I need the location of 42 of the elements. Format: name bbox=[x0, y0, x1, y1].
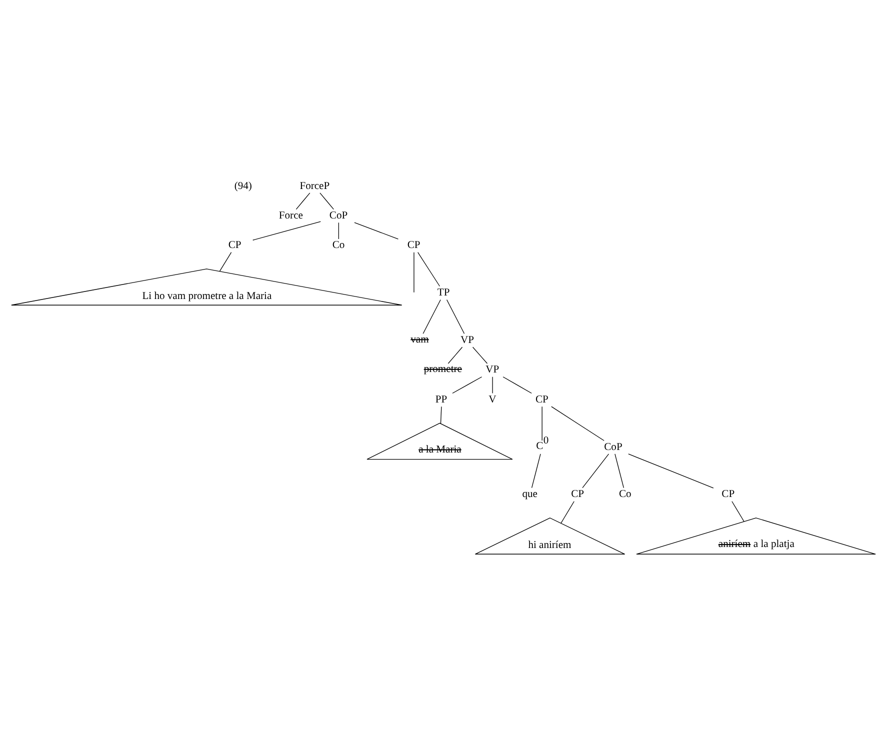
connector bbox=[252, 220, 321, 240]
node-text: que bbox=[522, 488, 538, 500]
connector bbox=[338, 222, 340, 239]
connector bbox=[219, 252, 232, 271]
node-text: CoP bbox=[604, 441, 622, 452]
node-text: CP bbox=[407, 240, 420, 251]
node-text: PP bbox=[435, 394, 448, 405]
node-text: Co bbox=[332, 240, 345, 251]
connector bbox=[614, 453, 624, 488]
node-text: CP bbox=[228, 240, 242, 251]
connector bbox=[582, 453, 610, 488]
connector bbox=[560, 500, 574, 523]
connector bbox=[440, 406, 442, 424]
node-text: TP bbox=[437, 287, 450, 298]
node-text: CP bbox=[571, 488, 584, 500]
node-text: CoP bbox=[329, 210, 348, 221]
node-text: Co bbox=[619, 488, 632, 500]
node-text: Force bbox=[278, 210, 303, 221]
node-text: VP bbox=[486, 364, 500, 376]
connector bbox=[452, 376, 482, 394]
connector bbox=[551, 406, 604, 440]
connector bbox=[296, 192, 310, 210]
connector bbox=[502, 376, 532, 394]
node-text: V bbox=[488, 394, 496, 405]
label: (94) bbox=[234, 180, 252, 192]
connector bbox=[472, 346, 488, 364]
connector bbox=[422, 298, 441, 334]
connector bbox=[354, 222, 399, 239]
connector bbox=[492, 376, 493, 394]
connector bbox=[320, 192, 334, 210]
node-text: prometre bbox=[424, 364, 462, 375]
connector bbox=[628, 453, 714, 488]
node-text: CP bbox=[722, 488, 735, 500]
node-text: VP bbox=[460, 334, 474, 346]
connector bbox=[448, 346, 463, 364]
connector bbox=[531, 453, 541, 488]
connector bbox=[418, 252, 440, 286]
connector bbox=[732, 500, 744, 522]
node-text: ForceP bbox=[300, 180, 330, 192]
node-text: CP bbox=[535, 394, 548, 405]
connector bbox=[446, 298, 465, 334]
node-text: vam bbox=[410, 334, 429, 345]
